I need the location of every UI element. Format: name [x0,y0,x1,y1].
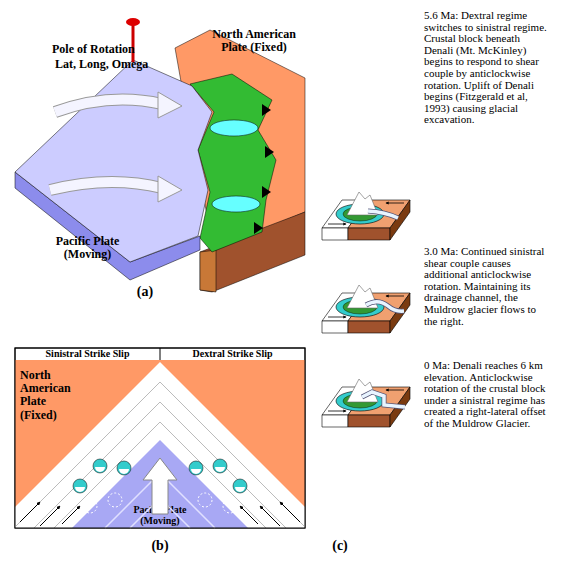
block-stage [322,192,410,240]
slip-arrow [40,506,60,526]
rotating-block [213,459,227,473]
rotation-pole [126,18,140,26]
rotating-block [189,461,203,475]
thrust-tooth [262,104,271,116]
rotating-block [75,487,85,492]
triangle-outline [72,440,248,528]
thrust-tooth [262,186,271,198]
pole-label: Pole of Rotation [52,43,172,56]
plate-name: North American Plate (Fixed) [20,369,84,422]
regime-heading: Dextral Strike Slip [160,348,305,359]
thrust-tooth [265,146,274,158]
former-block [108,493,122,507]
slip-arrow [20,502,40,522]
rotating-block [119,469,129,474]
glacier [366,302,404,311]
basin [212,196,260,212]
plate-side [200,250,216,292]
former-block [83,499,97,513]
rotating-block [93,459,107,473]
glacier [366,302,404,311]
rotating-block [233,479,247,493]
plate-label: Pacific Plate (Moving) [45,235,130,261]
pole-label: Lat, Long, Omega [55,58,175,71]
plate-triangle: Pacific Plate (Moving) [72,440,248,528]
block-stage [322,285,410,333]
plate-top [15,60,212,262]
rotating-block [95,467,105,472]
slip-arrow [260,506,280,526]
plate-region: North American Plate (Fixed) Pacific Plat… [15,360,305,528]
former-block [223,499,237,513]
panel-label: (c) [323,538,357,553]
stage-note: 5.6 Ma: Dextral regime switches to sinis… [424,10,548,126]
crustal-slab [322,379,410,427]
motion-arrow [158,92,182,118]
shear-chevron [54,422,266,528]
slip-arrow [240,506,258,524]
shear-chevron [34,402,286,528]
stage-note: 0 Ma: Denali reaches 6 km elevation. Ant… [424,360,548,430]
rotating-block [73,479,87,493]
basin [210,120,258,136]
rotating-block [189,461,203,475]
divider [160,348,161,360]
slip-arrow [62,506,80,524]
motion-arrow [50,182,162,190]
crustal-slab [322,192,410,240]
rotating-block [215,467,225,472]
block-stage [322,379,410,427]
panel-frame [15,348,305,528]
motion-arrow [143,458,177,514]
rotating-block [117,461,131,475]
rotating-block [233,479,247,493]
glacier [362,392,405,407]
shear-chevron [16,382,304,526]
panel-frame [15,348,305,528]
glacier [368,211,398,218]
thrust-tooth [254,222,263,234]
slip-arrow [280,502,300,522]
rotating-block [191,469,201,474]
panel-label: (a) [128,284,162,299]
plate-label: North American Plate (Fixed) [203,28,305,54]
stage-note: 3.0 Ma: Continued sinistral shear couple… [424,246,548,327]
motion-arrow [158,176,182,202]
rotating-block [93,459,107,473]
motion-arrow [55,100,162,113]
plate-name: Pacific Plate (Moving) [122,504,198,526]
regime-heading: Sinistral Strike Slip [15,348,160,359]
rotating-block [117,461,131,475]
motion-arrow [55,100,162,113]
inner-chevron [130,498,190,528]
glacier [368,211,398,218]
rotating-block [213,459,227,473]
crustal-slab [322,285,410,333]
glacier [362,392,405,407]
motion-arrow [50,182,162,190]
rotating-block [73,479,87,493]
inner-chevron [105,473,215,528]
shear-chevron [15,362,305,528]
rotating-block [235,487,245,492]
panel-label: (b) [143,538,177,553]
former-block [198,493,212,507]
